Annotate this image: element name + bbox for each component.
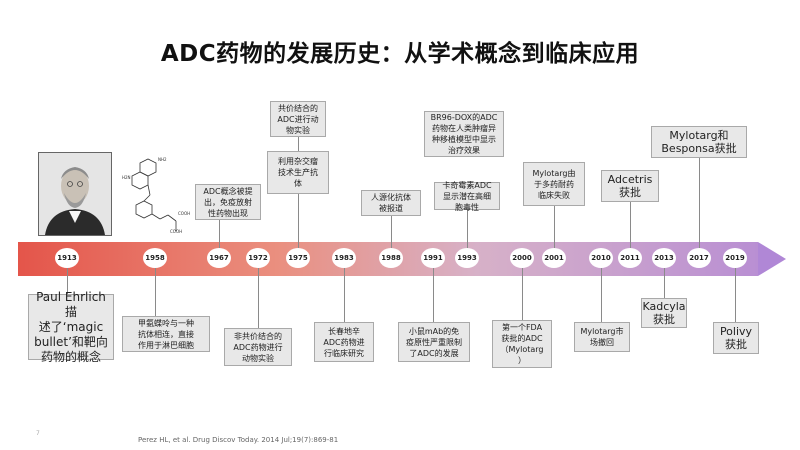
timeline-arrowhead [758, 242, 786, 276]
event-box-1967: ADC概念被提 出，免疫放射 性药物出现 [195, 184, 261, 220]
connector-line [601, 268, 602, 322]
connector-line [522, 268, 523, 320]
slide-title: ADC药物的发展历史：从学术概念到临床应用 [160, 41, 640, 67]
connector-line [554, 206, 555, 248]
year-marker: 1967 [207, 248, 231, 268]
year-marker: 1972 [246, 248, 270, 268]
year-marker: 1913 [55, 248, 79, 268]
year-marker: 2011 [618, 248, 642, 268]
year-marker: 1958 [143, 248, 167, 268]
svg-text:H2N: H2N [122, 175, 131, 180]
event-box-1975-animal: 共价结合的 ADC进行动 物实验 [270, 101, 326, 137]
year-marker: 2017 [687, 248, 711, 268]
page-number: 7 [36, 430, 40, 437]
connector-line [630, 202, 631, 248]
connector-line [664, 268, 665, 298]
connector-line [467, 210, 468, 248]
connector-line [155, 268, 156, 316]
year-marker: 1983 [332, 248, 356, 268]
connector-line [298, 137, 299, 151]
connector-line [344, 268, 345, 322]
event-box-1975-hybridoma: 利用杂交瘤 技术生产抗 体 [267, 151, 329, 194]
year-marker: 2001 [542, 248, 566, 268]
connector-line [699, 158, 700, 248]
event-box-1988: 人源化抗体 被报道 [361, 190, 421, 216]
year-marker: 2000 [510, 248, 534, 268]
connector-line [219, 220, 220, 248]
svg-text:COOH: COOH [170, 229, 182, 234]
svg-text:NH2: NH2 [158, 157, 167, 162]
event-box-1993: 卡奇霉素ADC 显示潜在高细 胞毒性 [434, 181, 500, 212]
year-marker: 2010 [589, 248, 613, 268]
connector-line [298, 194, 299, 248]
year-marker: 1988 [379, 248, 403, 268]
event-box-2011: Adcetris 获批 [601, 170, 659, 202]
year-marker: 2013 [652, 248, 676, 268]
event-box-br96: BR96-DOX的ADC 药物在人类肿瘤异 种移植模型中显示 治疗效果 [424, 111, 504, 157]
year-marker: 1991 [421, 248, 445, 268]
connector-line [735, 268, 736, 322]
svg-text:COOH: COOH [178, 211, 190, 216]
scientist-portrait-icon [38, 152, 112, 236]
connector-line [258, 268, 259, 328]
event-box-2001: Mylotarg由 于多药耐药 临床失败 [523, 162, 585, 206]
year-marker: 1975 [286, 248, 310, 268]
event-box-2019: Polivy 获批 [713, 322, 759, 354]
event-box-2000: 第一个FDA 获批的ADC （Mylotarg ） [492, 320, 552, 368]
event-box-2010: Mylotarg市 场撤回 [574, 322, 630, 352]
event-box-1972: 非共价结合的 ADC药物进行 动物实验 [224, 328, 292, 366]
methotrexate-structure-icon: NH2 H2N COOH COOH [120, 155, 190, 235]
event-box-1958: 甲氨蝶呤与一种 抗体相连，直接 作用于淋巴细胞 [122, 316, 210, 352]
event-box-2013: Kadcyla 获批 [641, 298, 687, 328]
connector-line [433, 268, 434, 322]
year-marker: 2019 [723, 248, 747, 268]
connector-line [67, 268, 68, 294]
event-box-2017: Mylotarg和 Besponsa获批 [651, 126, 747, 158]
event-box-1991: 小鼠mAb的免 疫原性严重限制 了ADC的发展 [398, 322, 470, 362]
event-box-1913: Paul Ehrlich描 述了‘magic bullet’和靶向 药物的概念 [28, 290, 114, 364]
event-box-1983: 长春地辛 ADC药物进 行临床研究 [314, 322, 374, 362]
citation: Perez HL, et al. Drug Discov Today. 2014… [138, 436, 339, 444]
connector-line [391, 216, 392, 248]
year-marker: 1993 [455, 248, 479, 268]
